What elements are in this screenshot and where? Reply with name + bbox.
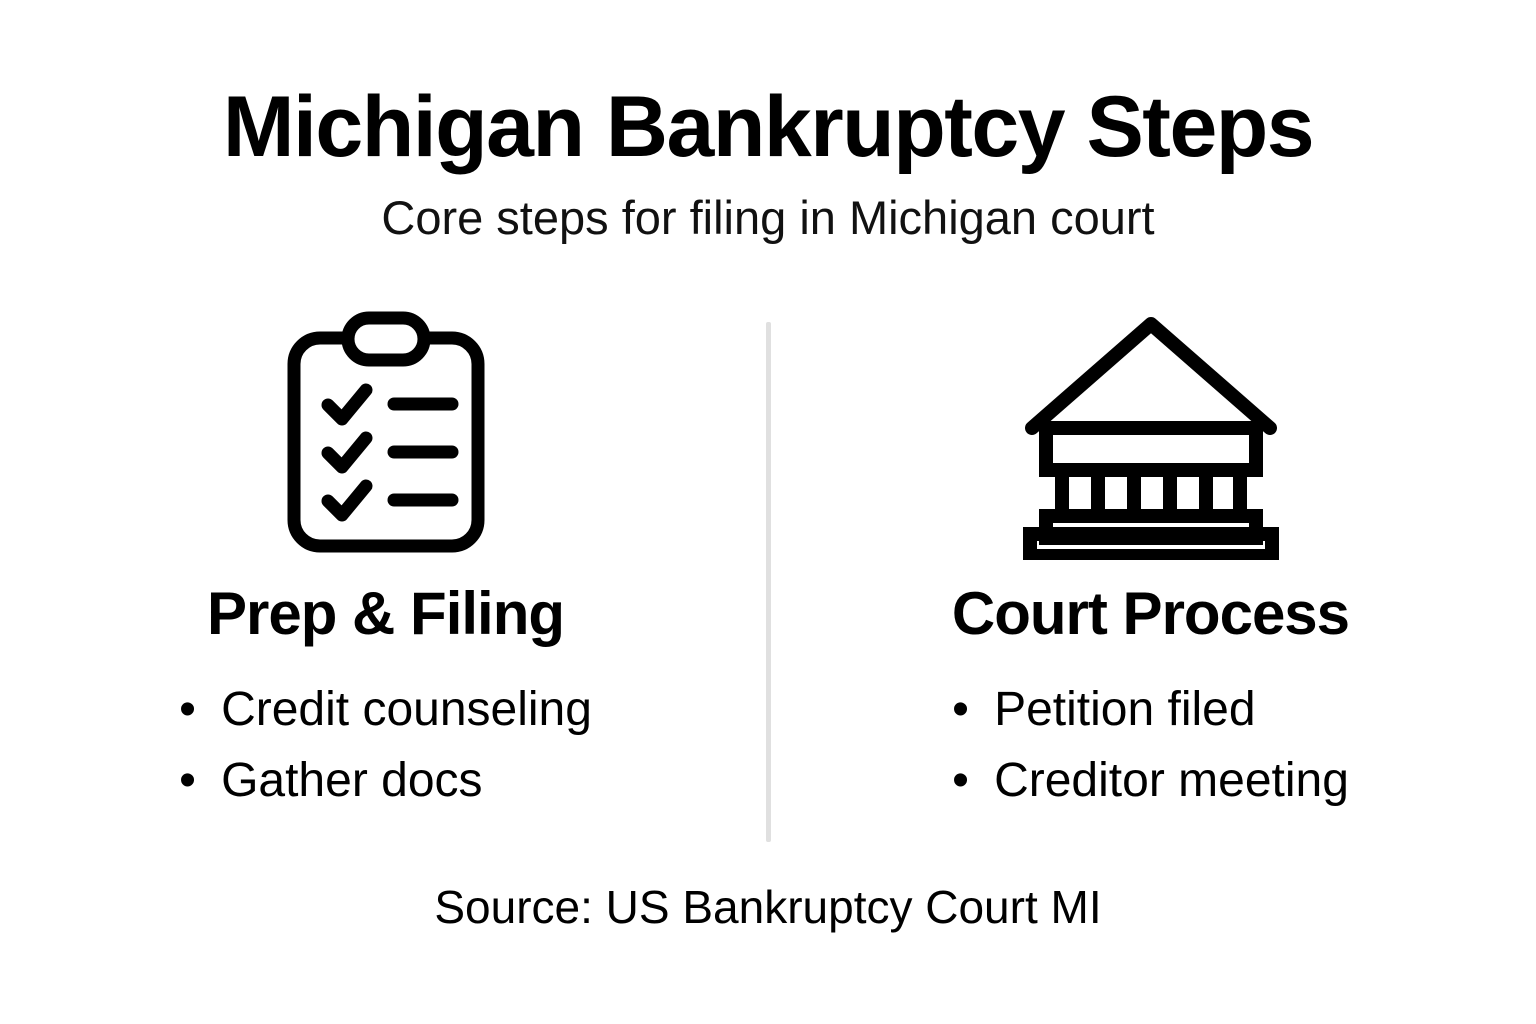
footer: Source: US Bankruptcy Court MI xyxy=(0,880,1536,934)
list-item-label: Creditor meeting xyxy=(994,753,1349,807)
panel-prep-filing: Prep & Filing • Credit counseling • Gath… xyxy=(6,310,766,816)
list-item-label: Gather docs xyxy=(221,753,483,807)
bullet-list-court-process: • Petition filed • Creditor meeting xyxy=(952,675,1349,816)
list-item-label: Credit counseling xyxy=(221,683,592,736)
list-item: • Gather docs xyxy=(179,746,592,817)
list-item: • Petition filed xyxy=(952,675,1349,746)
panel-court-process: Court Process • Petition filed • Credito… xyxy=(771,310,1531,816)
list-item-label: Petition filed xyxy=(994,683,1256,736)
panels-container: Prep & Filing • Credit counseling • Gath… xyxy=(0,310,1536,855)
clipboard-checklist-icon xyxy=(280,310,492,560)
page-subtitle: Core steps for filing in Michigan court xyxy=(381,190,1155,244)
bullet-marker-icon: • xyxy=(952,683,969,736)
panel-heading-prep-filing: Prep & Filing xyxy=(206,580,565,647)
source-attribution: Source: US Bankruptcy Court MI xyxy=(434,881,1102,933)
bullet-marker-icon: • xyxy=(952,753,969,807)
panel-divider xyxy=(765,322,771,842)
list-item: • Creditor meeting xyxy=(952,746,1349,817)
list-item: • Credit counseling xyxy=(179,675,592,746)
courthouse-icon xyxy=(1020,310,1282,560)
bullet-list-prep-filing: • Credit counseling • Gather docs xyxy=(179,675,592,816)
page-title: Michigan Bankruptcy Steps xyxy=(222,79,1315,175)
bullet-marker-icon: • xyxy=(179,753,196,807)
panel-heading-court-process: Court Process xyxy=(951,580,1350,647)
bullet-marker-icon: • xyxy=(179,683,196,736)
header: Michigan Bankruptcy Steps Core steps for… xyxy=(0,79,1536,246)
